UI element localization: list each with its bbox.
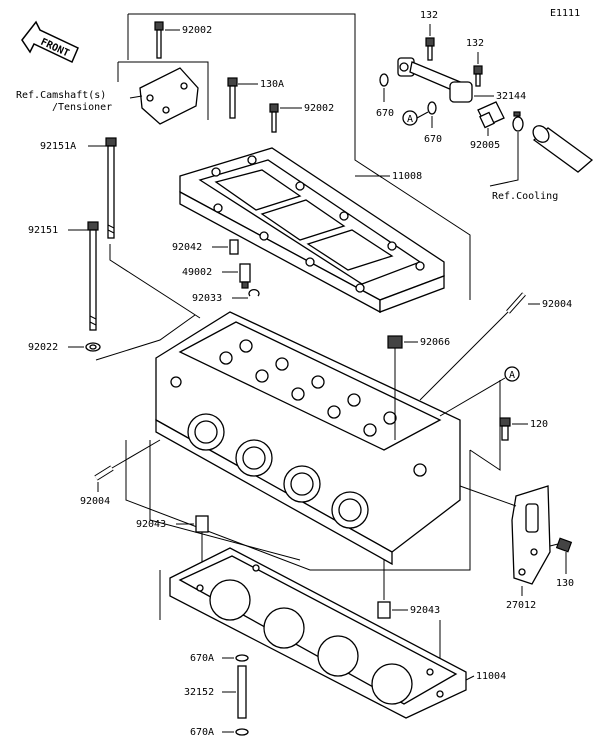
frame-top: [128, 13, 471, 300]
part-92151: 92151: [28, 225, 58, 236]
part-670-a: 670: [376, 108, 394, 119]
part-92043-a: 92043: [136, 519, 166, 530]
pipe-32152: [237, 665, 247, 719]
plug-92066: [387, 335, 403, 349]
dowel-92043-left: [195, 515, 209, 533]
part-670a-bottom: 670A: [190, 727, 214, 738]
part-92004-b: 92004: [80, 496, 110, 507]
bolt-132-right: [473, 65, 483, 87]
svg-text:A: A: [509, 370, 515, 381]
callout-a-head: A: [504, 366, 520, 382]
bolt-132-left: [425, 37, 435, 61]
diagram-code: E1111: [550, 8, 580, 19]
part-670a-top: 670A: [190, 653, 214, 664]
part-92005: 92005: [470, 140, 500, 151]
svg-text:A: A: [407, 114, 413, 125]
dowel-92042: [229, 239, 239, 255]
bolt-130: [549, 537, 573, 553]
part-92151a: 92151A: [40, 141, 76, 152]
stud-92004-left: [94, 465, 114, 481]
part-32152: 32152: [184, 687, 214, 698]
bracket-guide: [459, 485, 517, 507]
part-92043-b: 92043: [410, 605, 440, 616]
part-11004: 11004: [476, 671, 506, 682]
head-gasket-11004: [169, 547, 467, 719]
stud-left-guide: [111, 439, 161, 469]
fitting-92005: [477, 101, 505, 129]
part-92004-a: 92004: [542, 299, 572, 310]
frame-right: [469, 380, 501, 471]
cooling-leader: [489, 132, 519, 187]
frame-bottom: [125, 440, 471, 571]
bolt-frame: [109, 244, 201, 319]
part-49002: 49002: [182, 267, 212, 278]
part-11008: 11008: [392, 171, 422, 182]
stud-guide: [419, 311, 509, 401]
part-92002-a: 92002: [182, 25, 212, 36]
part-670-b: 670: [424, 134, 442, 145]
water-pipe-32144: [397, 57, 473, 103]
part-49002-item: [239, 263, 251, 289]
cooling-hose: [532, 125, 594, 173]
oring-670a-top: [235, 654, 249, 662]
callout-a-pipe: A: [402, 110, 418, 126]
bolt-92151: [87, 221, 99, 331]
callout-a-leader: [439, 377, 506, 417]
clip-92033: [248, 288, 260, 297]
part-120: 120: [530, 419, 548, 430]
stud-92004-right: [506, 292, 526, 314]
part-92002-b: 92002: [304, 103, 334, 114]
part-92033: 92033: [192, 293, 222, 304]
cylinder-head: [155, 311, 461, 566]
part-92066: 92066: [420, 337, 450, 348]
frame-inner: [149, 440, 301, 561]
bolt-120: [499, 417, 511, 441]
oring-670a-bottom: [235, 728, 249, 736]
cylinder-head-cover: [179, 147, 445, 314]
bolt-130a: [227, 77, 238, 119]
ref-cooling-label: Ref.Cooling: [492, 191, 558, 202]
camshaft-frame: [118, 61, 209, 120]
bolt-92151a: [105, 137, 117, 239]
part-130: 130: [556, 578, 574, 589]
camshaft-leader: [129, 95, 143, 99]
bolt-92002-b: [269, 103, 279, 133]
part-92042: 92042: [172, 242, 202, 253]
ref-tensioner-label: /Tensioner: [52, 102, 112, 113]
part-32144: 32144: [496, 91, 526, 102]
part-130a: 130A: [260, 79, 284, 90]
oring-670-left: [379, 73, 389, 87]
bracket-27012: [511, 485, 551, 585]
part-27012: 27012: [506, 600, 536, 611]
part-132-a: 132: [420, 10, 438, 21]
gasket-frame: [159, 570, 441, 660]
callout-a-pipe-leader: [416, 111, 429, 119]
oring-670-right: [427, 101, 437, 115]
part-92022: 92022: [28, 342, 58, 353]
leader-11004: [465, 675, 475, 681]
washer-leader: [95, 314, 196, 361]
bolt-92002-top: [154, 21, 164, 59]
ref-camshaft-label: Ref.Camshaft(s): [16, 90, 106, 101]
front-arrow-icon: FRONT: [21, 20, 79, 64]
washer-92022: [85, 342, 101, 352]
camshaft-bracket: [139, 67, 199, 125]
part-132-b: 132: [466, 38, 484, 49]
dowel-92043-right: [377, 601, 391, 619]
hose-clamp: [512, 111, 524, 132]
